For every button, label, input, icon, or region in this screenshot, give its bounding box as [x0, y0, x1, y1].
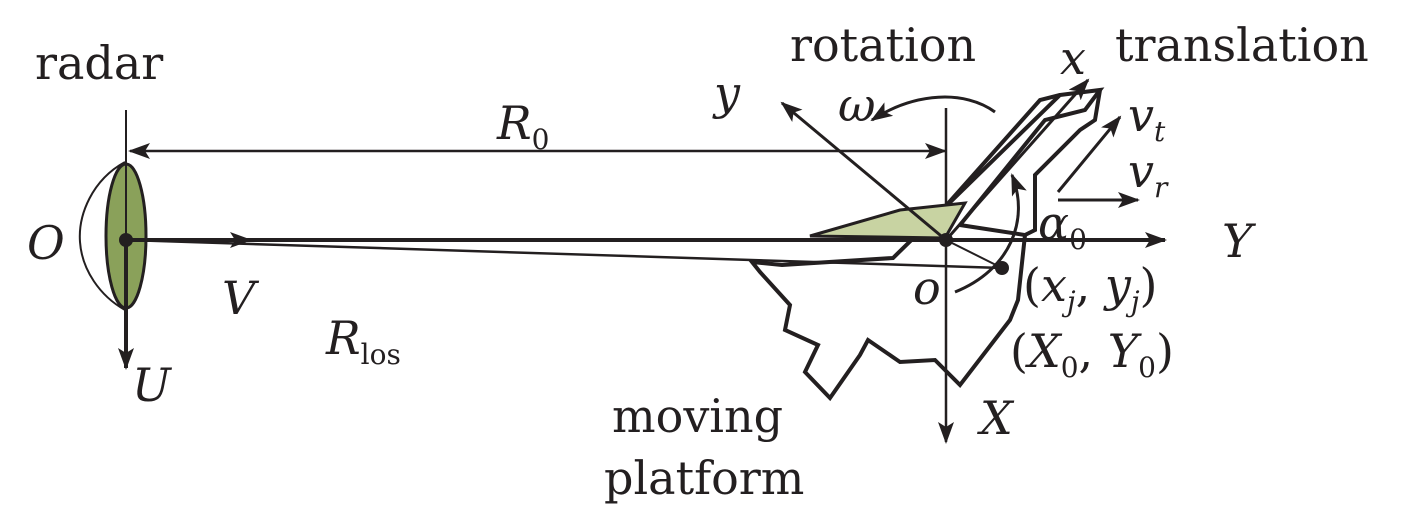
vr-label: vr [1128, 148, 1167, 202]
scatterer-close: ) [1139, 258, 1158, 312]
rlos-sub: los [360, 338, 401, 371]
v-label: V [222, 271, 256, 325]
r0-label: R0 [497, 100, 549, 154]
rotation-arc [870, 95, 996, 122]
body-y-axis [780, 101, 947, 242]
rlos-label: Rlos [326, 315, 401, 369]
scatterer-dot [995, 261, 1009, 275]
vr-sub: r [1154, 171, 1168, 204]
radar-label: radar [35, 36, 164, 90]
scatterer-comma: , [1075, 258, 1105, 312]
scatterer-y: y [1104, 258, 1131, 312]
alpha-main: α [1038, 196, 1070, 250]
initial-comma: , [1078, 324, 1108, 378]
vt-main: v [1128, 88, 1154, 142]
vt-sub: t [1154, 115, 1166, 148]
initial-y: Y [1107, 324, 1139, 378]
initial-position-coordinates: (X0, Y0) [1010, 328, 1174, 382]
initial-open: ( [1010, 324, 1028, 378]
body-x-label: x [1060, 31, 1086, 85]
body-y-label: y [714, 66, 740, 120]
y-axis-label: Y [1222, 214, 1253, 268]
alpha-sub: 0 [1069, 223, 1087, 256]
alpha-arc [954, 173, 1027, 294]
scatterer-coordinates: (xj, yj) [1023, 262, 1157, 316]
scatterer-x: x [1040, 258, 1067, 312]
moving-label: moving [612, 389, 784, 443]
rlos-main: R [326, 311, 361, 365]
platform-origin-dot [939, 233, 953, 247]
scatterer-xsub: j [1066, 285, 1076, 318]
radar-origin-label: O [27, 216, 65, 270]
platform-origin-label: o [913, 261, 941, 315]
u-label: U [132, 358, 171, 412]
r0-sub: 0 [531, 123, 550, 156]
initial-ysub: 0 [1138, 351, 1156, 384]
scatterer-ysub: j [1130, 285, 1140, 318]
initial-x: X [1027, 324, 1061, 378]
alpha0-label: α0 [1038, 200, 1087, 254]
platform-label: platform [604, 451, 805, 505]
rotation-label: rotation [790, 18, 977, 72]
radar-antenna [78, 161, 148, 311]
vt-label: vt [1128, 92, 1165, 146]
aircraft-outline [747, 87, 1105, 402]
scatterer-open: ( [1023, 258, 1041, 312]
rlos-line [125, 238, 1003, 270]
o-to-scatterer-line [945, 239, 1003, 269]
radar-origin-dot [119, 233, 133, 247]
r0-main: R [497, 96, 532, 150]
x-axis-label: X [980, 391, 1013, 445]
omega-label: ω [838, 78, 876, 132]
translation-label: translation [1115, 18, 1369, 72]
initial-close: ) [1155, 324, 1174, 378]
vr-main: v [1128, 144, 1154, 198]
body-x-axis [944, 78, 1090, 241]
vt-arrow [1056, 115, 1122, 193]
initial-xsub: 0 [1060, 351, 1079, 384]
